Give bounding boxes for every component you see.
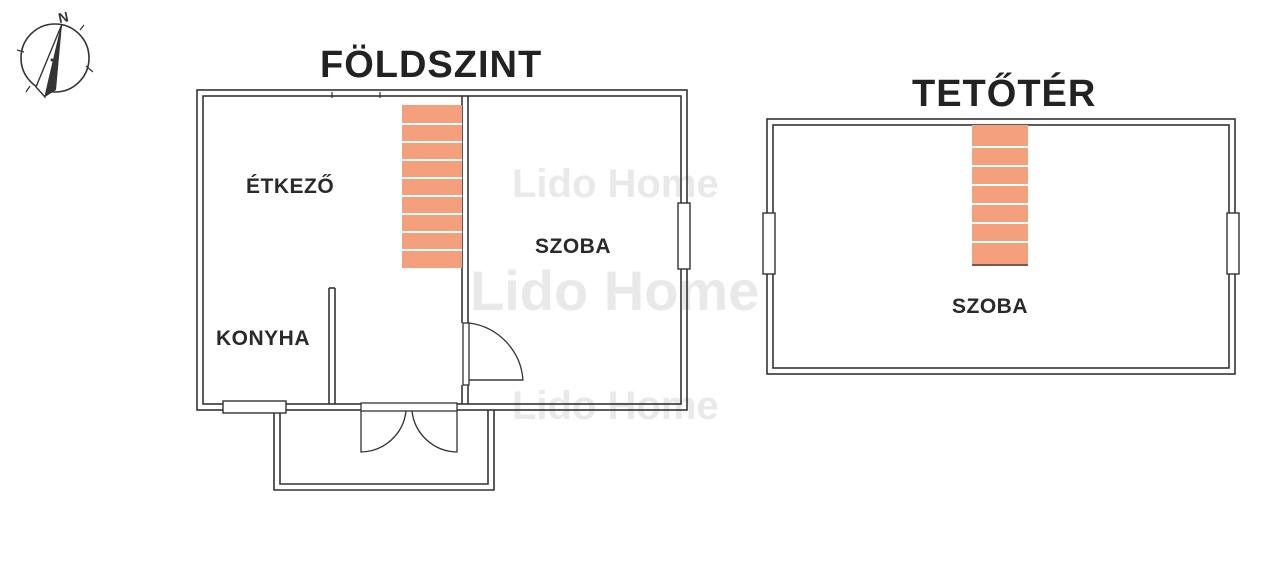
attic-windows xyxy=(762,212,1240,275)
room-label-kitchen: KONYHA xyxy=(216,327,311,350)
watermark-2: Lido Home xyxy=(470,259,760,322)
entrance-door xyxy=(360,402,458,453)
ground-floor-windows xyxy=(222,202,691,414)
porch-walls xyxy=(273,410,495,491)
room-label-dining: ÉTKEZŐ xyxy=(246,175,335,198)
room-label-attic-room: SZOBA xyxy=(952,295,1028,318)
ground-floor-title: FÖLDSZINT xyxy=(320,44,543,86)
attic-stairs xyxy=(972,125,1028,266)
north-label: N xyxy=(57,8,70,26)
ground-top-markers xyxy=(331,92,381,98)
watermark-1: Lido Home xyxy=(512,162,719,206)
compass-icon: N xyxy=(16,8,94,99)
room-label-room: SZOBA xyxy=(535,235,611,258)
attic-title: TETŐTÉR xyxy=(912,73,1097,115)
ground-floor-stairs xyxy=(402,105,462,268)
watermark-3: Lido Home xyxy=(512,384,719,428)
room-door xyxy=(462,322,524,386)
